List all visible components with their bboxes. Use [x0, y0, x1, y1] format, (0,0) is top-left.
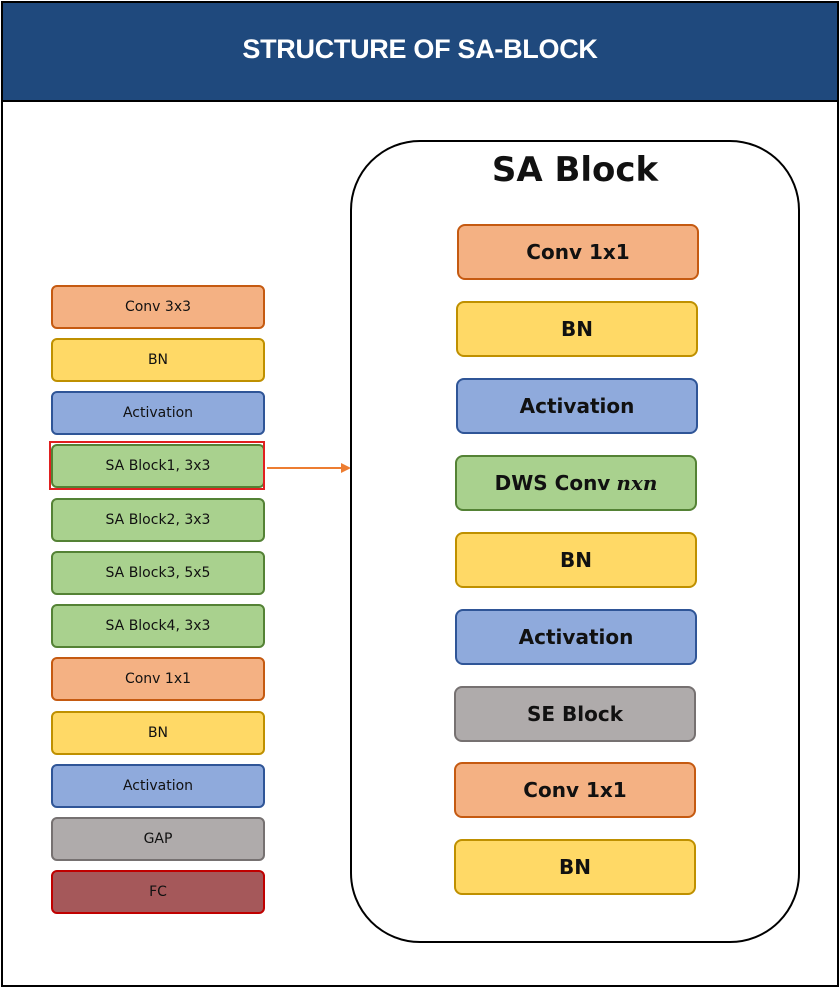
highlight-rectangle: [49, 441, 265, 490]
layer-conv1x1: Conv 1x1: [51, 657, 265, 701]
layer-activation-2: Activation: [51, 764, 265, 808]
layer-bn-2: BN: [51, 711, 265, 755]
layer-label: Conv 1x1: [124, 671, 192, 687]
layer-fc: FC: [51, 870, 265, 914]
layer-bn-1: BN: [51, 338, 265, 382]
sa-layer-bn-1: BN: [456, 301, 698, 357]
layer-label: SA Block3, 5x5: [105, 565, 211, 581]
sa-layer-label: BN: [559, 855, 591, 879]
sa-layer-bn-3: BN: [454, 839, 696, 895]
layer-conv3x3: Conv 3x3: [51, 285, 265, 329]
page-title: STRUCTURE OF SA-BLOCK: [242, 34, 598, 64]
sa-layer-label: DWS Conv: [494, 471, 611, 495]
sa-layer-label: Conv 1x1: [523, 778, 627, 802]
sa-layer-label: BN: [560, 548, 592, 572]
layer-activation-1: Activation: [51, 391, 265, 435]
sa-layer-conv1x1-1: Conv 1x1: [457, 224, 699, 280]
sa-layer-label: SE Block: [526, 702, 624, 726]
layer-label: FC: [149, 884, 167, 900]
sa-block-title: SA Block: [491, 150, 659, 190]
layer-label: Conv 3x3: [124, 299, 192, 315]
layer-sa-block1: SA Block1, 3x3: [51, 444, 265, 488]
sa-layer-label: Activation: [518, 625, 634, 649]
sa-layer-activation-1: Activation: [456, 378, 698, 434]
layer-label: Activation: [122, 405, 194, 421]
layer-gap: GAP: [51, 817, 265, 861]
layer-label: Activation: [122, 778, 194, 794]
sa-layer-label: BN: [561, 317, 593, 341]
sa-layer-conv1x1-2: Conv 1x1: [454, 762, 696, 818]
layer-label: SA Block1, 3x3: [105, 458, 211, 474]
kernel-size-math: nxn: [616, 471, 658, 495]
layer-sa-block3: SA Block3, 5x5: [51, 551, 265, 595]
sa-layer-bn-2: BN: [455, 532, 697, 588]
sa-layer-activation-2: Activation: [455, 609, 697, 665]
layer-label: GAP: [143, 831, 173, 847]
sa-layer-se-block: SE Block: [454, 686, 696, 742]
layer-label: BN: [147, 725, 169, 741]
sa-layer-label: Conv 1x1: [526, 240, 630, 264]
layer-sa-block2: SA Block2, 3x3: [51, 498, 265, 542]
layer-sa-block4: SA Block4, 3x3: [51, 604, 265, 648]
arrow-connector: [267, 463, 351, 473]
layer-label: SA Block2, 3x3: [105, 512, 211, 528]
layer-label: SA Block4, 3x3: [105, 618, 211, 634]
layer-label: BN: [147, 352, 169, 368]
sa-layer-label: Activation: [519, 394, 635, 418]
header-bar: STRUCTURE OF SA-BLOCK: [3, 3, 837, 102]
